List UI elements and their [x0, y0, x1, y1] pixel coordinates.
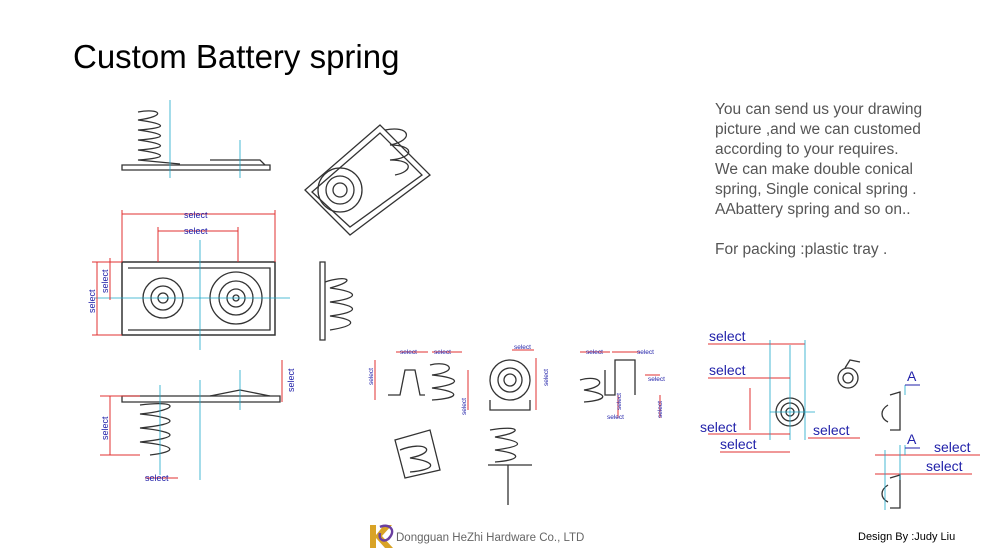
dimension-label: select: [926, 458, 963, 474]
dimension-label: select: [184, 226, 208, 236]
spring-isometric-view: [304, 124, 431, 236]
description-line: We can make double conical: [715, 161, 913, 178]
description-block: You can send us your drawing picture ,an…: [715, 100, 985, 260]
dimension-label: select: [100, 269, 110, 293]
dimension-label: select: [184, 210, 208, 220]
dimension-label: select: [709, 328, 746, 344]
dimension-label: select: [434, 349, 451, 356]
description-line: You can send us your drawing: [715, 101, 923, 118]
description-line: spring, Single conical spring .: [715, 181, 917, 198]
description-line: AAbattery spring and so on..: [715, 201, 911, 218]
page-title: Custom Battery spring: [73, 38, 400, 75]
dimension-label: select: [145, 473, 169, 483]
dimension-label: select: [368, 368, 375, 385]
small-spring-drawings: [388, 359, 636, 505]
spring-side-view-bottom: [121, 370, 281, 475]
dimension-label: select: [543, 369, 550, 386]
dimension-label: select: [286, 368, 296, 392]
dimension-label: select: [934, 439, 971, 455]
double-spiral-front-view: [95, 240, 290, 350]
designer-credit: Design By :Judy Liu: [858, 531, 956, 543]
dimension-label: select: [607, 414, 624, 421]
dimension-label: select: [461, 398, 468, 415]
dimension-label: select: [648, 376, 665, 383]
dimension-label: select: [709, 362, 746, 378]
spring-profile-view: [319, 261, 353, 341]
spring-side-view-top: [121, 100, 271, 178]
dimension-label: select: [616, 393, 623, 410]
packing-note: For packing :plastic tray .: [715, 241, 888, 258]
dimension-label: select: [586, 349, 603, 356]
dimension-label: select: [87, 289, 97, 313]
dimension-label: select: [657, 401, 664, 418]
company-logo: [370, 524, 394, 548]
dimension-label: select: [400, 349, 417, 356]
dimension-label: select: [514, 344, 531, 351]
dimension-label: select: [100, 416, 110, 440]
dimension-label: select: [720, 436, 757, 452]
section-marker: A: [907, 368, 917, 384]
description-line: according to your requires.: [715, 141, 899, 158]
section-marker: A: [907, 431, 917, 447]
dimension-label: select: [637, 349, 654, 356]
description-line: picture ,and we can customed: [715, 121, 921, 138]
conical-spring-drawings: [770, 345, 901, 509]
company-name: Dongguan HeZhi Hardware Co., LTD: [396, 532, 585, 544]
dimension-label: select: [700, 419, 737, 435]
dimension-label: select: [813, 422, 850, 438]
